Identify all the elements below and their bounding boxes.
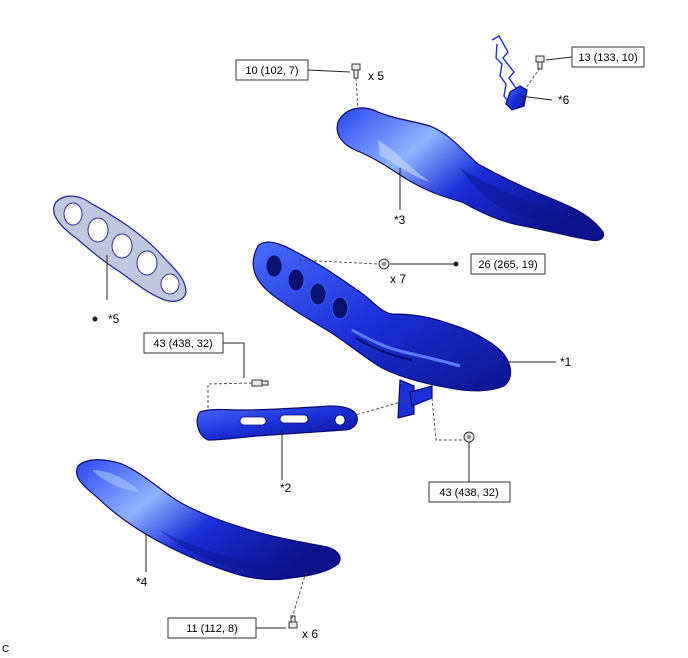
quantity-label-1: x 5 [368, 69, 384, 83]
torque-spec-box-4: 43 (438, 32) [143, 332, 224, 354]
torque-spec-box-5: 43 (438, 32) [428, 481, 511, 503]
svg-text:43 (438, 32): 43 (438, 32) [153, 338, 212, 350]
lower-heat-insulator [76, 459, 341, 581]
torque-spec-box-6: 11 (112, 8) [167, 617, 257, 639]
torque-spec-box-2: 13 (133, 10) [571, 46, 645, 68]
exhaust-manifold-gasket [53, 195, 187, 303]
upper-heat-insulator [336, 107, 605, 242]
callout-part-3: *3 [394, 213, 406, 227]
bolt-icon [535, 55, 545, 70]
bolt-icon [251, 379, 269, 387]
manifold-bracket-small [491, 35, 528, 111]
callout-part-1: *1 [560, 355, 572, 369]
exhaust-manifold-stay [196, 405, 358, 441]
figure-code: C [2, 644, 9, 655]
quantity-label-3: x 6 [302, 627, 318, 641]
quantity-label-2: x 7 [390, 272, 406, 286]
svg-text:26 (265, 19): 26 (265, 19) [478, 259, 537, 271]
torque-spec-box-3: 26 (265, 19) [470, 253, 546, 275]
callout-part-4: *4 [136, 575, 148, 589]
bolt-icon [351, 63, 361, 79]
bolt-icon [288, 615, 298, 629]
callout-part-2: *2 [280, 481, 292, 495]
nut-icon [463, 431, 475, 443]
svg-text:10 (102, 7): 10 (102, 7) [245, 65, 298, 77]
svg-text:11 (112, 8): 11 (112, 8) [186, 623, 238, 635]
svg-text:13 (133, 10): 13 (133, 10) [578, 52, 637, 64]
torque-spec-box-1: 10 (102, 7) [235, 59, 309, 81]
nut-icon [378, 258, 390, 270]
callout-part-6: *6 [558, 93, 570, 107]
exhaust-manifold [252, 241, 512, 419]
svg-text:43 (438, 32): 43 (438, 32) [439, 487, 498, 499]
callout-part-5: *5 [108, 312, 120, 326]
